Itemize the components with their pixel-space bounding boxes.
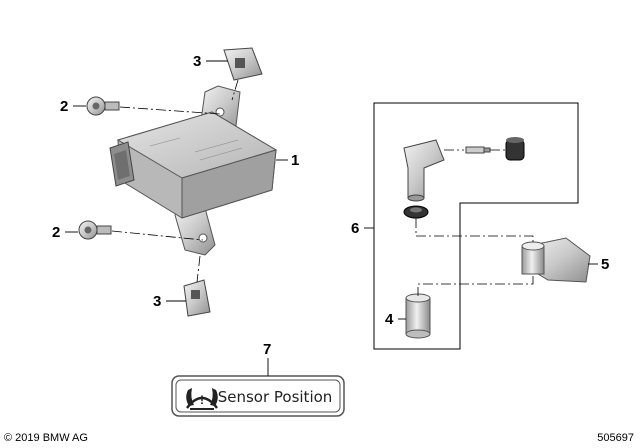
sensor-position-text: Sensor Position [218,388,333,406]
copyright-text: © 2019 BMW AG [4,432,88,444]
callout-3-lower: 3 [153,293,161,310]
valve-cap-part [505,137,525,161]
valve-kit-frame [373,102,579,350]
clip-nut-upper [223,47,263,81]
callout-1: 1 [291,152,299,169]
diagram-number: 505697 [597,432,634,444]
sensor-body-part [521,237,591,283]
callout-7: 7 [263,341,271,358]
screw-upper [86,96,120,116]
callout-2-lower: 2 [52,224,60,241]
callout-6: 6 [351,220,359,237]
warning-symbol: ! [200,393,204,407]
grommet-part [403,205,429,219]
callout-2-upper: 2 [60,98,68,115]
sleeve-part [405,293,431,339]
callout-3-upper: 3 [193,53,201,70]
control-unit-part [109,85,278,256]
valve-core-part [465,146,491,154]
callout-5: 5 [601,256,609,273]
callout-4: 4 [385,311,394,328]
assembly-lines [111,79,239,283]
callout-leaders [65,60,598,376]
valve-stem-part [403,139,445,202]
clip-nut-lower [183,279,211,317]
screw-lower [78,220,112,240]
valve-kit-lines [415,149,534,296]
sensor-position-label-part: ! Sensor Position [171,375,345,417]
tire-pressure-warning-icon: ! [186,388,218,410]
